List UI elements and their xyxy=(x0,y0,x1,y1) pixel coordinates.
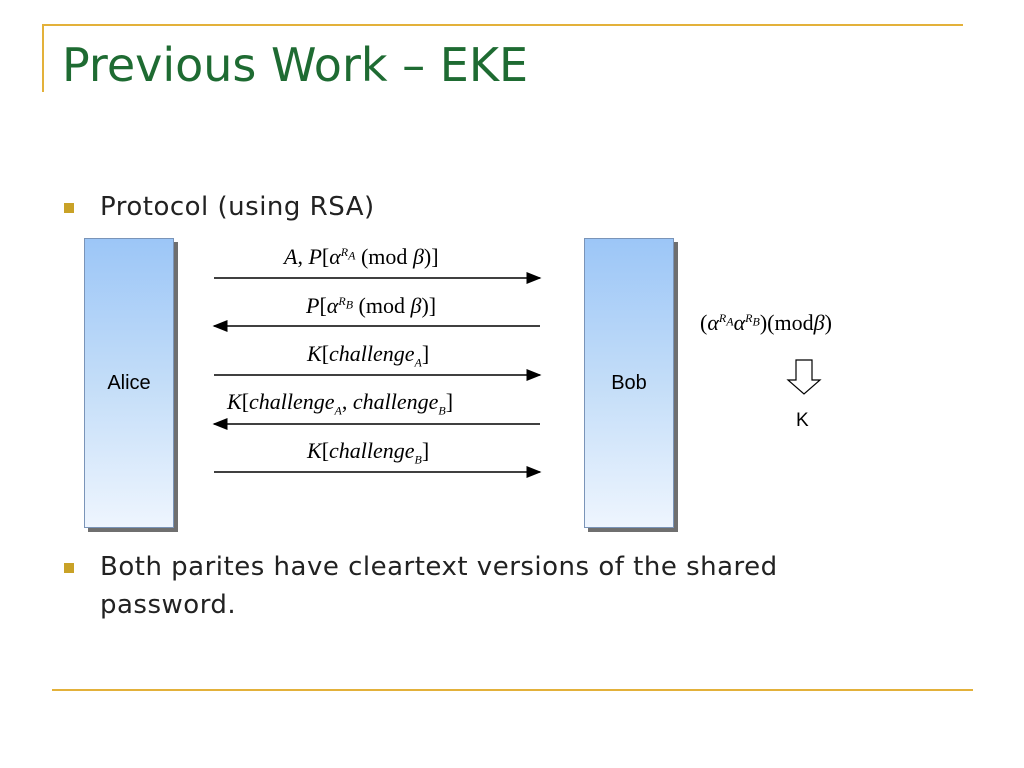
bullet-square-icon xyxy=(64,203,74,213)
message-3: K[challengeA] xyxy=(307,341,430,370)
message-2: P[αRB (mod β)] xyxy=(306,293,437,318)
top-rule xyxy=(42,24,963,26)
bullet-cleartext: Both parites have cleartext versions of … xyxy=(100,552,778,620)
bullet-square-icon xyxy=(64,563,74,573)
alice-label: Alice xyxy=(107,371,151,394)
down-arrow-icon xyxy=(786,359,822,395)
message-4: K[challengeA, challengeB] xyxy=(227,389,454,418)
left-rule xyxy=(42,24,44,92)
bullet-protocol: Protocol (using RSA) xyxy=(100,192,375,222)
bob-box: Bob xyxy=(584,238,674,528)
message-1: A, P[αRA (mod β)] xyxy=(284,244,439,269)
bob-label: Bob xyxy=(611,371,647,394)
message-5: K[challengeB] xyxy=(307,438,430,467)
key-expression: (αRAαRB)(modβ) xyxy=(700,310,832,335)
key-result: K xyxy=(796,410,809,431)
slide-title: Previous Work – EKE xyxy=(62,38,529,92)
bottom-rule xyxy=(52,689,973,691)
alice-box: Alice xyxy=(84,238,174,528)
